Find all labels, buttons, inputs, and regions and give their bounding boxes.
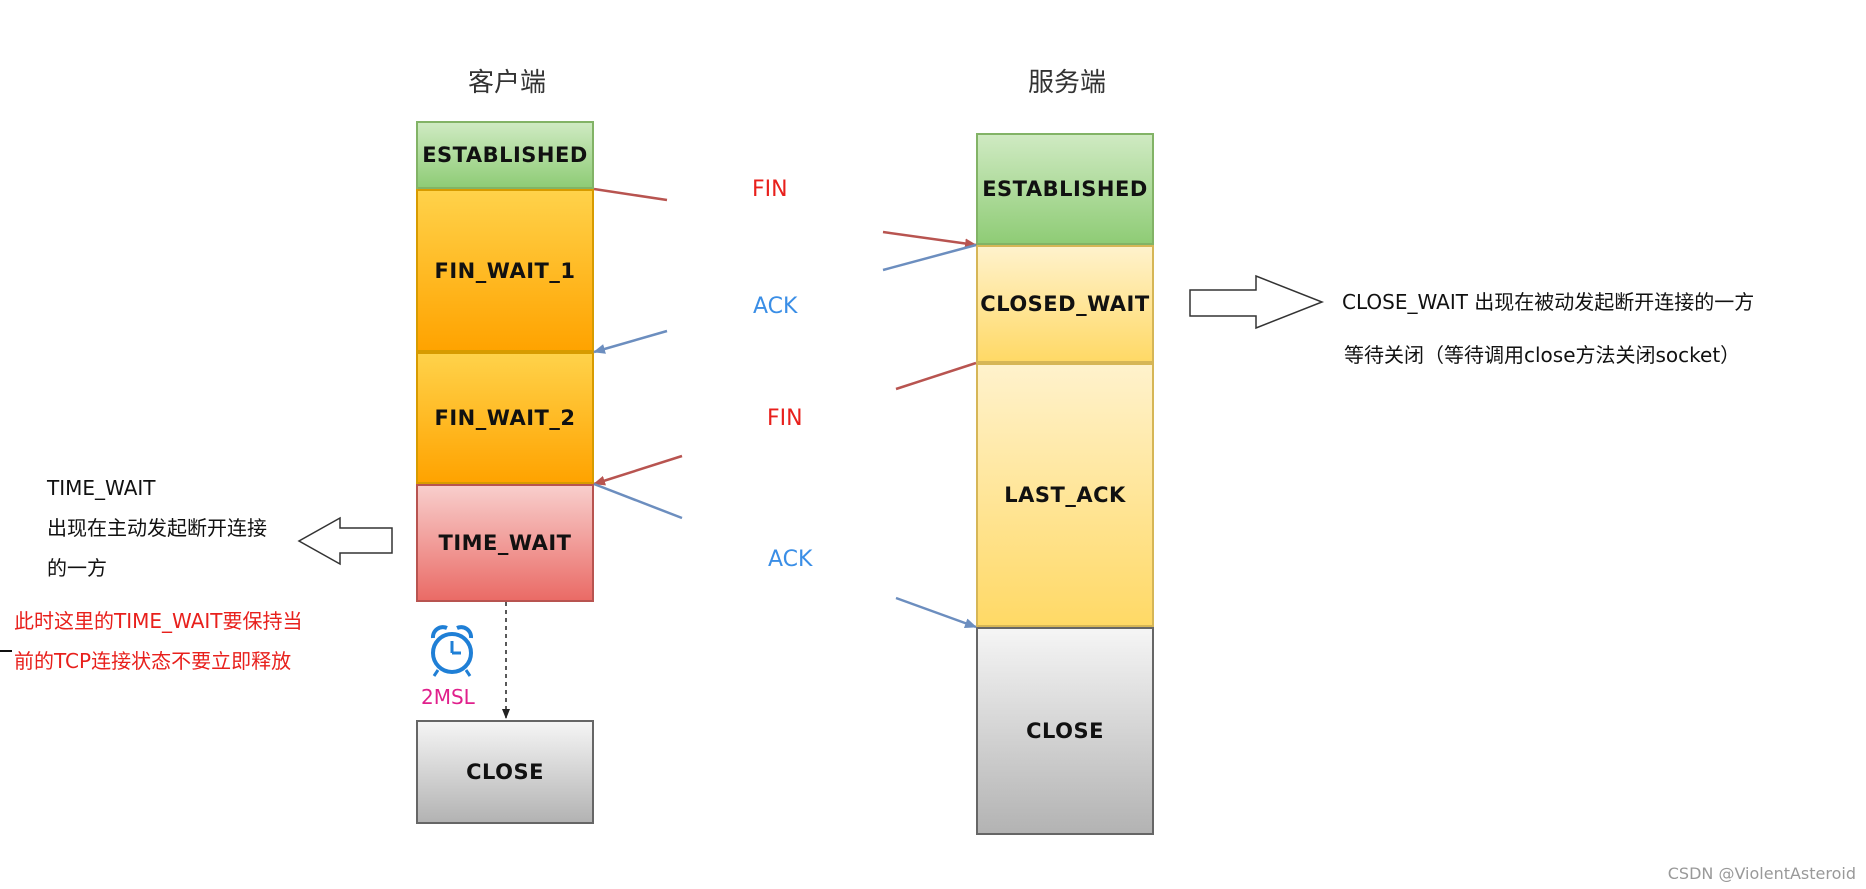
close-wait-note-line2: 等待关闭（等待调用close方法关闭socket） xyxy=(1344,343,1741,367)
message-ack-1: ACK xyxy=(753,294,798,319)
time-wait-note-title: TIME_WAIT xyxy=(47,476,156,500)
client-state-time-wait: TIME_WAIT xyxy=(416,484,594,602)
ack1-arrow-start xyxy=(882,243,977,272)
close-wait-note-line1: CLOSE_WAIT 出现在被动发起断开连接的一方 xyxy=(1342,290,1755,314)
time-wait-callout-arrow xyxy=(297,516,393,566)
watermark: CSDN @ViolentAsteroid xyxy=(1667,864,1856,883)
message-ack-2: ACK xyxy=(768,547,813,572)
timer-label: 2MSL xyxy=(421,685,475,709)
client-title: 客户端 xyxy=(467,68,546,98)
message-fin-2: FIN xyxy=(767,406,803,431)
fin1-arrow-end xyxy=(882,230,977,249)
fin1-arrow-start xyxy=(593,187,668,202)
client-state-close: CLOSE xyxy=(416,720,594,824)
client-state-fin-wait-2: FIN_WAIT_2 xyxy=(416,352,594,484)
time-wait-note-line2: 的一方 xyxy=(47,556,107,580)
ack2-arrow-start xyxy=(593,482,683,520)
time-wait-red-line2: 前的TCP连接状态不要立即释放 xyxy=(14,649,292,673)
message-fin-1: FIN xyxy=(752,177,788,202)
close-wait-callout-arrow xyxy=(1189,274,1325,330)
fin2-arrow-start xyxy=(895,361,977,391)
server-state-closed-wait: CLOSED_WAIT xyxy=(976,245,1154,363)
ack2-arrow-end xyxy=(895,596,977,629)
time-wait-red-line1: 此时这里的TIME_WAIT要保持当 xyxy=(14,609,303,633)
alarm-clock-icon xyxy=(431,625,473,677)
server-title: 服务端 xyxy=(1027,68,1106,98)
ack1-arrow-end xyxy=(593,329,668,354)
server-state-close: CLOSE xyxy=(976,627,1154,835)
server-state-established: ESTABLISHED xyxy=(976,133,1154,245)
client-state-fin-wait-1: FIN_WAIT_1 xyxy=(416,189,594,352)
time-wait-note-line1: 出现在主动发起断开连接 xyxy=(47,516,267,540)
server-state-last-ack: LAST_ACK xyxy=(976,363,1154,627)
fin2-arrow-end xyxy=(593,454,683,486)
client-state-established: ESTABLISHED xyxy=(416,121,594,189)
